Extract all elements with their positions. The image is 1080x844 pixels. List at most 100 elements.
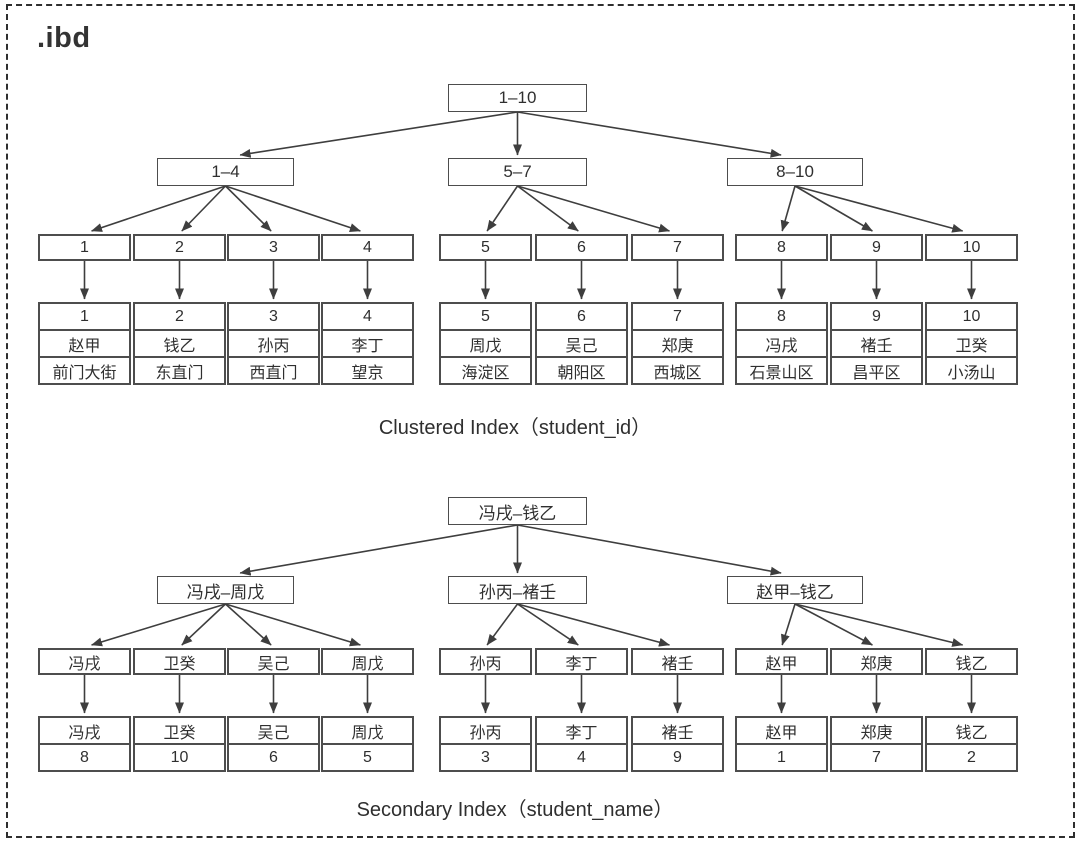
secondary-leaf-key-node: 赵甲 (735, 648, 828, 675)
clustered-leaf-key-node: 2 (133, 234, 226, 261)
clustered-root-node: 1–10 (448, 84, 587, 112)
secondary-record-cell-id: 10 (133, 743, 226, 772)
secondary-record-cell-name: 褚壬 (631, 716, 724, 745)
secondary-record-cell-name: 吴己 (227, 716, 320, 745)
clustered-record-cell-address: 昌平区 (830, 356, 923, 385)
secondary-record-cell-name: 钱乙 (925, 716, 1018, 745)
clustered-record-cell-name: 赵甲 (38, 329, 131, 358)
clustered-internal-edge-arrow (225, 185, 361, 232)
clustered-index-caption: Clustered Index（student_id） (378, 417, 652, 439)
clustered-internal-edge-arrow (486, 185, 519, 232)
secondary-internal-edge-arrow (794, 603, 964, 647)
secondary-root-edge-arrow (517, 524, 782, 576)
clustered-record-cell-id: 2 (133, 302, 226, 331)
clustered-leaf-key-node: 5 (439, 234, 532, 261)
clustered-record-cell-name: 郑庚 (631, 329, 724, 358)
secondary-record-cell-name: 周戊 (321, 716, 414, 745)
clustered-leaf-key-node: 7 (631, 234, 724, 261)
clustered-leaf-key-node: 10 (925, 234, 1018, 261)
secondary-internal-edge-arrow (224, 603, 272, 646)
secondary-leaf-key-node: 李丁 (535, 648, 628, 675)
secondary-internal-edge-arrow (517, 603, 670, 647)
secondary-record-cell-id: 5 (321, 743, 414, 772)
secondary-leaf-key-node: 卫癸 (133, 648, 226, 675)
secondary-leaf-key-node: 郑庚 (830, 648, 923, 675)
clustered-leaf-key-node: 9 (830, 234, 923, 261)
secondary-leaf-key-node: 吴己 (227, 648, 320, 675)
secondary-root-node: 冯戌–钱乙 (448, 497, 587, 525)
clustered-leaf-key-node: 1 (38, 234, 131, 261)
secondary-internal-edge-arrow (486, 603, 519, 646)
secondary-record-cell-name: 郑庚 (830, 716, 923, 745)
secondary-record-cell-id: 6 (227, 743, 320, 772)
secondary-internal-node: 孙丙–褚壬 (448, 576, 587, 604)
secondary-internal-node: 赵甲–钱乙 (727, 576, 863, 604)
clustered-record-cell-id: 9 (830, 302, 923, 331)
clustered-internal-node: 5–7 (448, 158, 587, 186)
clustered-record-cell-name: 李丁 (321, 329, 414, 358)
clustered-record-cell-id: 8 (735, 302, 828, 331)
secondary-record-cell-id: 1 (735, 743, 828, 772)
clustered-record-cell-address: 石景山区 (735, 356, 828, 385)
clustered-record-cell-address: 东直门 (133, 356, 226, 385)
secondary-leaf-key-node: 钱乙 (925, 648, 1018, 675)
secondary-internal-edge-arrow (794, 603, 873, 646)
secondary-internal-edge-arrow (781, 603, 796, 646)
clustered-internal-edge-arrow (517, 185, 579, 232)
secondary-record-cell-id: 9 (631, 743, 724, 772)
clustered-record-cell-id: 5 (439, 302, 532, 331)
clustered-leaf-key-node: 3 (227, 234, 320, 261)
secondary-leaf-key-node: 冯戌 (38, 648, 131, 675)
secondary-record-cell-name: 赵甲 (735, 716, 828, 745)
clustered-internal-edge-arrow (517, 185, 670, 233)
secondary-internal-edge-arrow (91, 603, 226, 647)
secondary-leaf-key-node: 褚壬 (631, 648, 724, 675)
clustered-record-cell-name: 冯戌 (735, 329, 828, 358)
secondary-root-edge-arrow (239, 524, 518, 576)
secondary-record-cell-id: 3 (439, 743, 532, 772)
clustered-record-cell-name: 孙丙 (227, 329, 320, 358)
clustered-record-cell-address: 小汤山 (925, 356, 1018, 385)
clustered-record-cell-address: 西直门 (227, 356, 320, 385)
clustered-record-cell-id: 6 (535, 302, 628, 331)
clustered-internal-edge-arrow (91, 185, 226, 232)
secondary-record-cell-id: 4 (535, 743, 628, 772)
clustered-record-cell-id: 10 (925, 302, 1018, 331)
clustered-record-cell-address: 望京 (321, 356, 414, 385)
secondary-record-cell-name: 李丁 (535, 716, 628, 745)
secondary-index-caption: Secondary Index（student_name） (356, 799, 674, 821)
clustered-record-cell-address: 西城区 (631, 356, 724, 385)
secondary-leaf-key-node: 孙丙 (439, 648, 532, 675)
clustered-record-cell-name: 周戊 (439, 329, 532, 358)
clustered-root-edge-arrow (239, 111, 518, 158)
clustered-internal-node: 8–10 (727, 158, 863, 186)
clustered-leaf-key-node: 6 (535, 234, 628, 261)
clustered-record-cell-name: 褚壬 (830, 329, 923, 358)
clustered-internal-edge-arrow (794, 185, 873, 232)
clustered-record-cell-name: 卫癸 (925, 329, 1018, 358)
clustered-record-cell-address: 海淀区 (439, 356, 532, 385)
secondary-leaf-key-node: 周戊 (321, 648, 414, 675)
secondary-record-cell-id: 7 (830, 743, 923, 772)
clustered-leaf-key-node: 4 (321, 234, 414, 261)
secondary-internal-edge-arrow (517, 603, 579, 646)
clustered-record-cell-id: 3 (227, 302, 320, 331)
secondary-record-cell-id: 2 (925, 743, 1018, 772)
